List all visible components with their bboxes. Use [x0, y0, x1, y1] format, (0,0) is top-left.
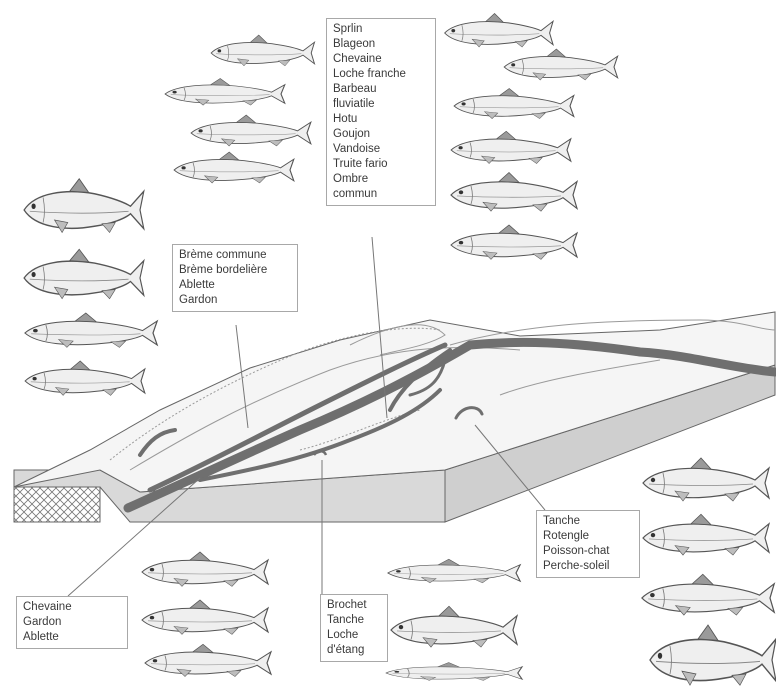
species-label: Ablette — [179, 278, 291, 293]
fish-group-right — [642, 458, 776, 685]
species-label: Loche — [327, 628, 381, 643]
species-label: Brème commune — [179, 248, 291, 263]
fish-icon — [24, 179, 144, 233]
species-label: Ablette — [23, 630, 121, 645]
fish-group-left — [24, 179, 157, 396]
fish-icon — [165, 79, 285, 106]
species-label: fluviatile — [333, 97, 429, 112]
fish-icon — [386, 663, 522, 681]
fish-icon — [454, 89, 574, 119]
species-label: Brochet — [327, 598, 381, 613]
species-label: Chevaine — [23, 600, 121, 615]
fish-icon — [211, 35, 314, 66]
fish-icon — [388, 559, 520, 583]
fish-icon — [145, 644, 271, 676]
fish-icon — [451, 131, 571, 163]
species-label: Truite fario — [333, 157, 429, 172]
fish-icon — [391, 606, 517, 647]
species-label: Rotengle — [543, 529, 633, 544]
fish-icon — [142, 552, 268, 586]
fish-icon — [174, 152, 294, 183]
gravel-hatch-icon — [14, 487, 100, 522]
fish-icon — [25, 313, 157, 347]
species-label: Tanche — [543, 514, 633, 529]
species-label: Brème bordelière — [179, 263, 291, 278]
species-label: Sprlin — [333, 22, 429, 37]
fish-icon — [451, 173, 577, 212]
species-label: Ombre — [333, 172, 429, 187]
label-upper-left: Brème commune Brème bordelière Ablette G… — [172, 244, 298, 312]
fish-icon — [451, 225, 577, 259]
fish-icon — [25, 361, 145, 395]
species-label: Poisson-chat — [543, 544, 633, 559]
fish-icon — [142, 600, 268, 634]
species-label: Blageon — [333, 37, 429, 52]
fish-group-bottom-mid — [386, 559, 522, 680]
label-bottom-left: Chevaine Gardon Ablette — [16, 596, 128, 649]
fish-group-top-right — [445, 14, 618, 260]
species-label: Hotu — [333, 112, 429, 127]
species-label: Vandoise — [333, 142, 429, 157]
species-label: Perche-soleil — [543, 559, 633, 574]
fish-group-bottom-left — [142, 552, 271, 677]
species-label: Gardon — [23, 615, 121, 630]
species-label: d'étang — [327, 643, 381, 658]
fish-icon — [445, 14, 553, 48]
fish-icon — [191, 115, 311, 146]
fish-group-top-left — [165, 35, 314, 183]
species-label: Tanche — [327, 613, 381, 628]
label-bottom-middle: Brochet Tanche Loche d'étang — [320, 594, 388, 662]
species-label: Loche franche — [333, 67, 429, 82]
label-lower-right: Tanche Rotengle Poisson-chat Perche-sole… — [536, 510, 640, 578]
species-label: commun — [333, 187, 429, 202]
fish-icon — [643, 458, 769, 501]
fish-icon — [642, 574, 774, 615]
species-label: Barbeau — [333, 82, 429, 97]
species-label: Goujon — [333, 127, 429, 142]
label-top-middle: Sprlin Blageon Chevaine Loche franche Ba… — [326, 18, 436, 206]
fish-icon — [643, 514, 769, 555]
fish-icon — [650, 625, 776, 685]
species-label: Chevaine — [333, 52, 429, 67]
fish-icon — [24, 249, 144, 298]
fish-icon — [504, 49, 617, 80]
species-label: Gardon — [179, 293, 291, 308]
